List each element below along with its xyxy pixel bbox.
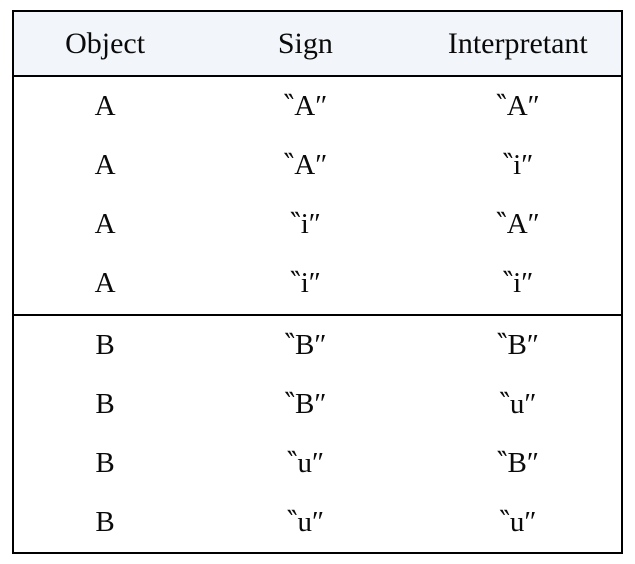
table-row: B ‶u″ ‶B″	[14, 434, 621, 493]
cell-object: B	[95, 328, 115, 361]
table-row: A ‶i″ ‶i″	[14, 254, 621, 313]
cell-sign: ‶i″	[289, 208, 321, 241]
cell-sign: ‶A″	[283, 149, 328, 182]
table-section-a: A ‶A″ ‶A″ A ‶A″ ‶i″ A ‶i″ ‶A″ A ‶i″ ‶i″	[14, 77, 621, 316]
header-cell-interpretant: Interpretant	[447, 26, 588, 60]
cell-object: A	[94, 149, 116, 182]
cell-interpretant: ‶A″	[495, 208, 540, 241]
cell-interpretant: ‶u″	[499, 505, 537, 538]
cell-interpretant: ‶A″	[495, 90, 540, 123]
cell-interpretant: ‶B″	[496, 328, 539, 361]
cell-object: A	[94, 90, 116, 123]
cell-object: B	[95, 505, 115, 538]
cell-sign: ‶B″	[284, 387, 327, 420]
table-section-b: B ‶B″ ‶B″ B ‶B″ ‶u″ B ‶u″ ‶B″ B ‶u″ ‶u″	[14, 316, 621, 553]
cell-object: B	[95, 387, 115, 420]
cell-interpretant: ‶i″	[502, 267, 534, 300]
cell-interpretant: ‶B″	[496, 446, 539, 479]
cell-interpretant: ‶i″	[502, 149, 534, 182]
table-row: B ‶B″ ‶u″	[14, 375, 621, 434]
table-row: B ‶B″ ‶B″	[14, 316, 621, 375]
cell-sign: ‶u″	[286, 446, 325, 479]
table-header: Object Sign Interpretant	[14, 12, 621, 77]
semiotics-table: Object Sign Interpretant A ‶A″ ‶A″ A ‶A″…	[12, 10, 623, 554]
cell-interpretant: ‶u″	[499, 387, 537, 420]
cell-object: A	[94, 208, 116, 241]
cell-object: B	[95, 446, 115, 479]
header-cell-sign: Sign	[277, 26, 333, 60]
header-cell-object: Object	[65, 26, 146, 60]
table-row: A ‶A″ ‶i″	[14, 136, 621, 195]
cell-sign: ‶i″	[289, 267, 321, 300]
table-row: A ‶A″ ‶A″	[14, 77, 621, 136]
cell-sign: ‶A″	[283, 90, 328, 123]
table-row: B ‶u″ ‶u″	[14, 493, 621, 552]
table-row: A ‶i″ ‶A″	[14, 195, 621, 254]
cell-sign: ‶u″	[286, 505, 325, 538]
cell-sign: ‶B″	[284, 328, 327, 361]
cell-object: A	[94, 267, 116, 300]
